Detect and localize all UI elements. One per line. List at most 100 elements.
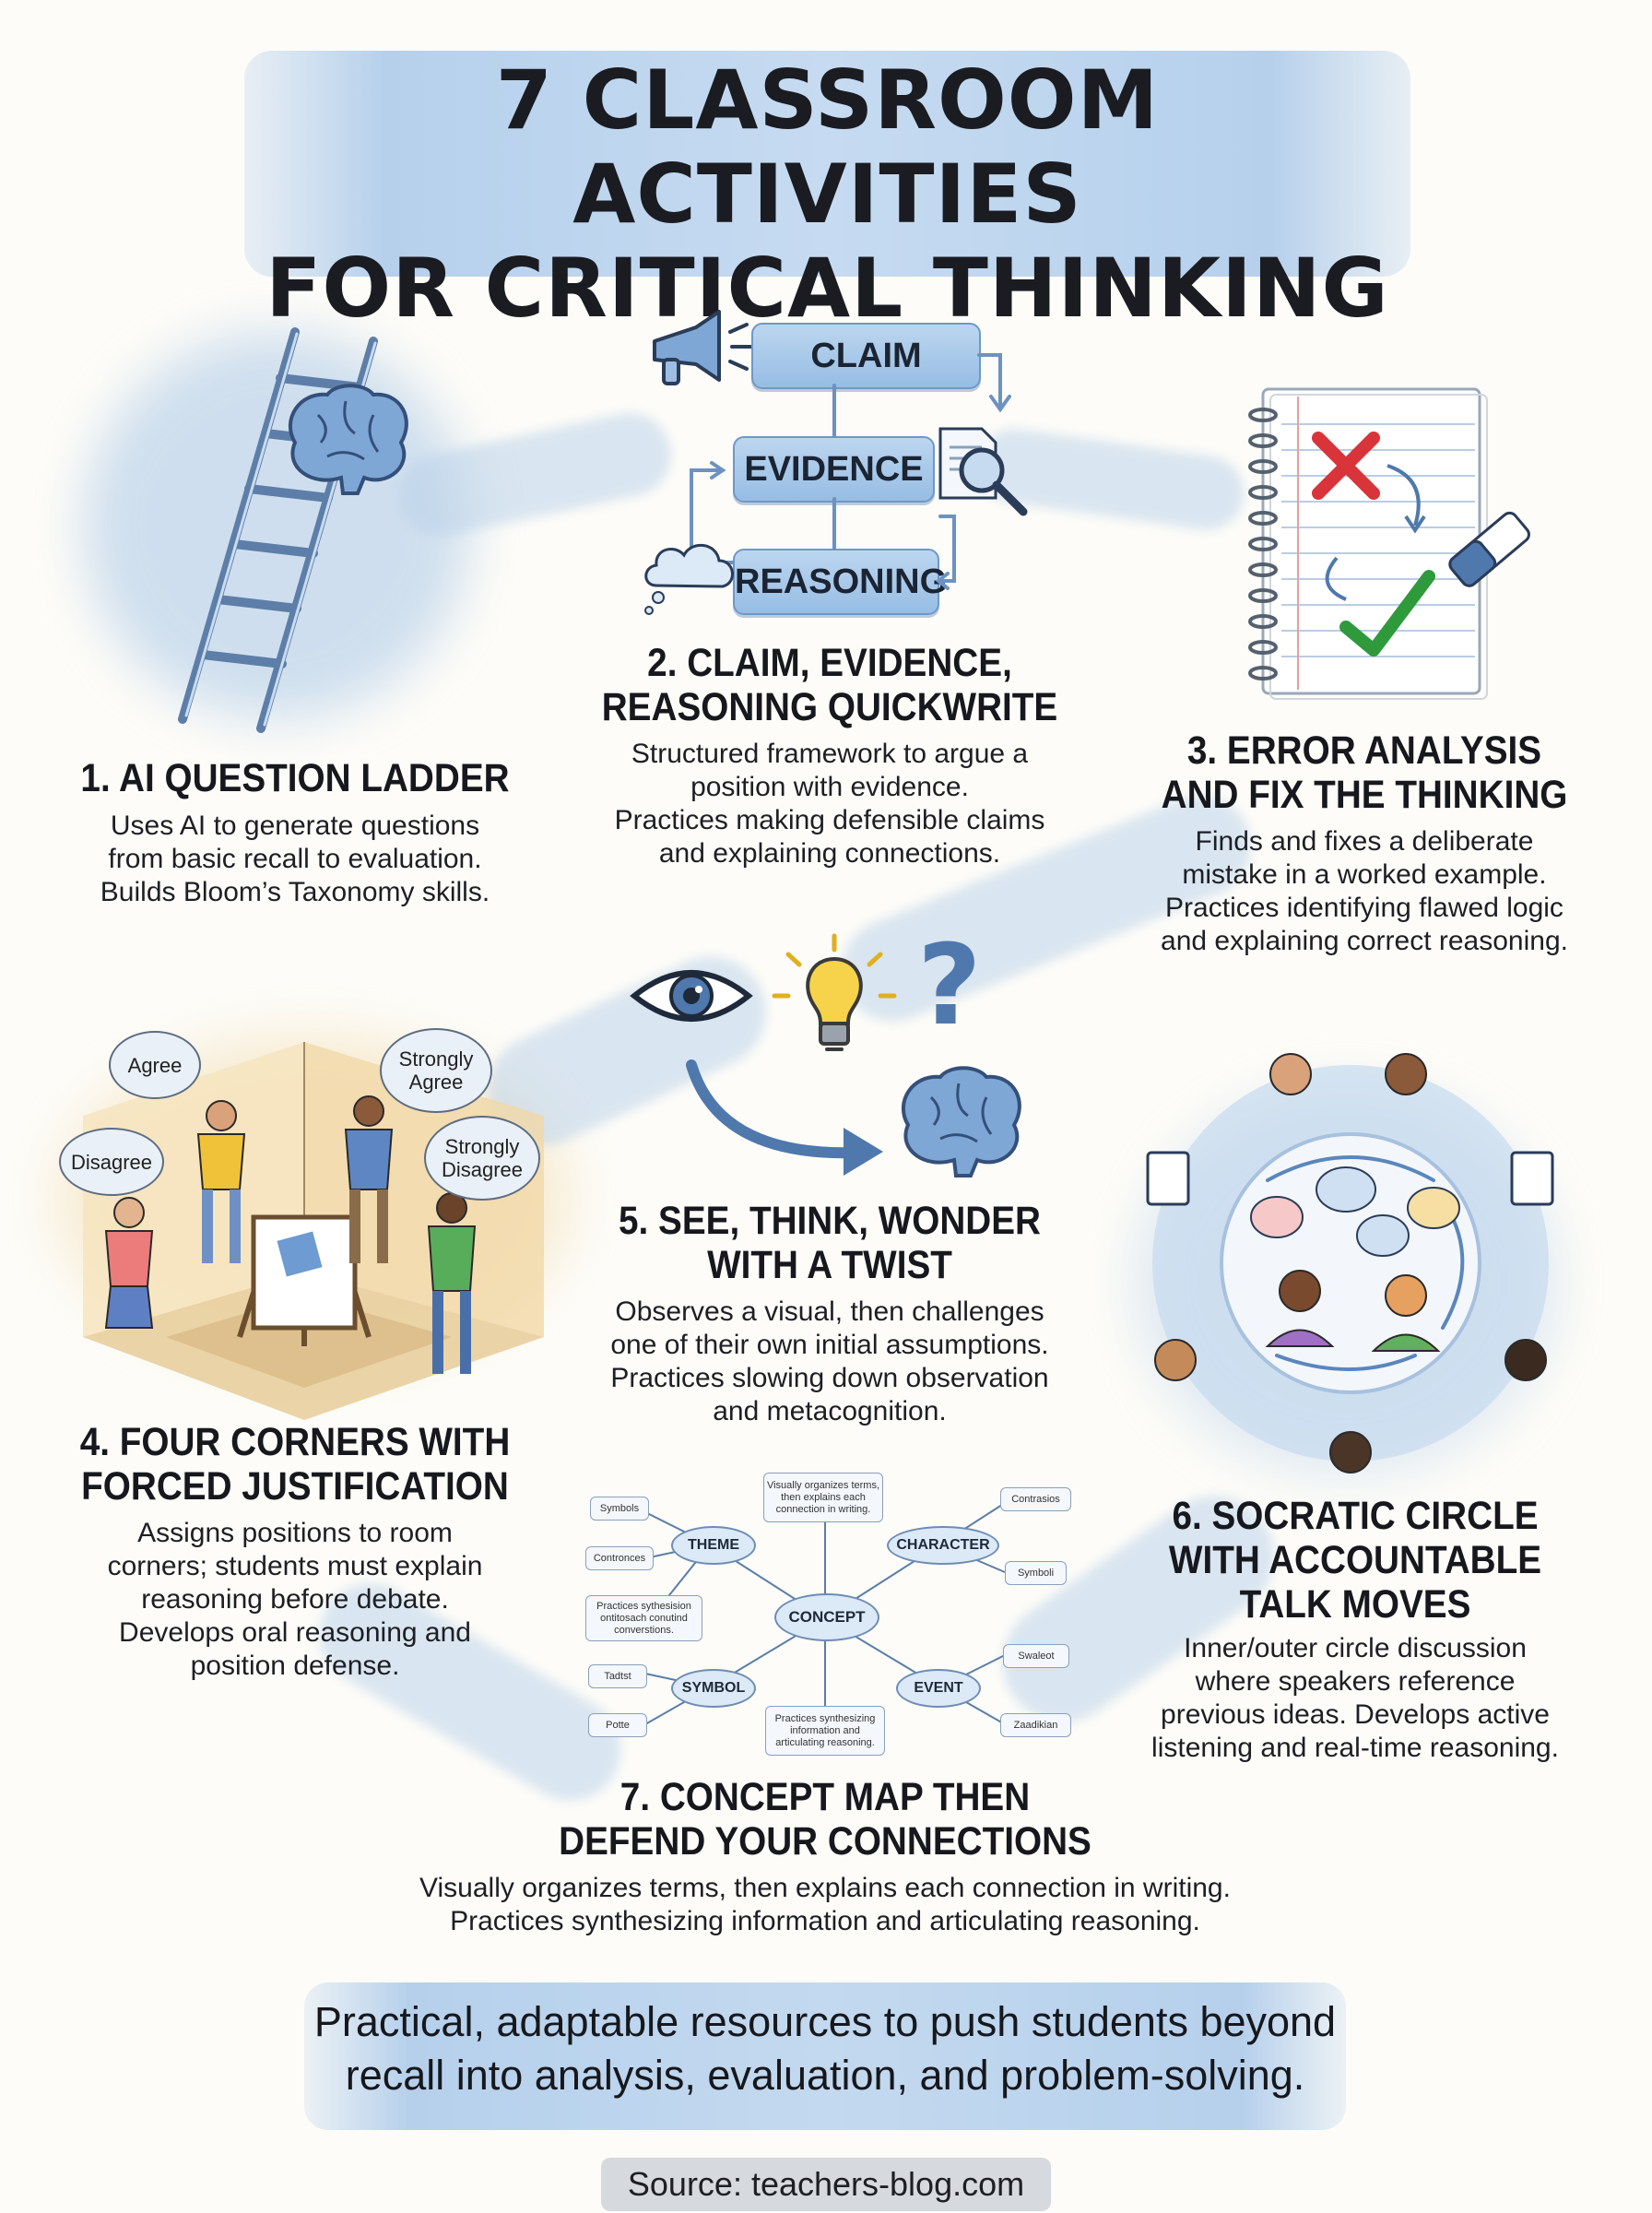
strongly-disagree-bubble: Strongly Disagree	[424, 1116, 540, 1201]
activity-3-desc-line: and explaining correct reasoning.	[1161, 926, 1568, 956]
socratic-circle-illustration	[1146, 1053, 1554, 1473]
activity-4-desc-line: position defense.	[190, 1651, 400, 1681]
activity-2-desc-line: Practices making defensible claims	[614, 805, 1045, 835]
activity-5-title-line: WITH A TWIST	[707, 1243, 952, 1287]
reasoning-box: REASONING	[733, 549, 947, 615]
agree-bubble: Agree	[109, 1031, 201, 1099]
activity-4-desc-line: reasoning before debate.	[141, 1584, 449, 1615]
activity-2-desc-line: position with evidence.	[690, 772, 969, 802]
claim-box: CLAIM	[751, 323, 981, 389]
concept-node-symbol: SYMBOL	[671, 1669, 756, 1708]
activity-3-title-line: 3. ERROR ANALYSIS	[1186, 728, 1542, 773]
activity-4-title-line: 4. FOUR CORNERS WITH	[79, 1420, 511, 1464]
activity-2-desc-line: Structured framework to argue a	[631, 739, 1029, 769]
activity-6-desc-line: where speakers reference	[1195, 1666, 1516, 1697]
activity-6-desc-line: listening and real-time reasoning.	[1151, 1733, 1559, 1763]
concept-node-theme: THEME	[671, 1526, 756, 1565]
concept-note: Swaleot	[1003, 1644, 1069, 1668]
page-title: 7 CLASSROOM ACTIVITIES FOR CRITICAL THIN…	[244, 53, 1410, 336]
strongly-agree-bubble: Strongly Agree	[380, 1028, 492, 1113]
activity-5-description: Observes a visual, then challenges one o…	[553, 1296, 1106, 1428]
concept-note: Contrasios	[1000, 1487, 1071, 1511]
activity-6-title: 6. SOCRATIC CIRCLE WITH ACCOUNTABLE TALK…	[1148, 1494, 1563, 1627]
activity-7-desc-line: Visually organizes terms, then explains …	[419, 1873, 1231, 1903]
activity-1-title: 1. AI QUESTION LADDER	[79, 756, 511, 800]
clipboard-icons	[1146, 1151, 1554, 1206]
activity-3-description: Finds and fixes a deliberate mistake in …	[1115, 825, 1613, 958]
concept-node-center: CONCEPT	[774, 1593, 879, 1641]
activity-7-title: 7. CONCEPT MAP THEN DEFEND YOUR CONNECTI…	[481, 1775, 1170, 1864]
activity-5-title-line: 5. SEE, THINK, WONDER	[618, 1199, 1041, 1243]
activity-6-title-line: 6. SOCRATIC CIRCLE	[1172, 1494, 1539, 1538]
disagree-bubble: Disagree	[59, 1128, 164, 1196]
activity-1-desc-line: Builds Bloom’s Taxonomy skills.	[100, 877, 490, 907]
activity-4-desc-line: Develops oral reasoning and	[119, 1617, 471, 1648]
concept-note: Zaadikian	[1000, 1713, 1071, 1737]
student-figure-pink	[104, 1197, 154, 1329]
inner-student-figures	[1265, 1270, 1441, 1352]
see-think-arrow	[686, 1059, 883, 1176]
source-pill	[601, 2158, 1051, 2211]
eye-icon	[630, 970, 753, 1022]
concept-note: Contronces	[585, 1546, 654, 1570]
activity-2-title-line: REASONING QUICKWRITE	[601, 685, 1058, 729]
activity-6-title-line: TALK MOVES	[1239, 1582, 1471, 1627]
activity-2-title-line: 2. CLAIM, EVIDENCE,	[647, 641, 1012, 685]
activity-1-description: Uses AI to generate questions from basic…	[55, 810, 535, 909]
page-title-line-2: FOR CRITICAL THINKING	[266, 241, 1389, 336]
ladder-icon	[178, 327, 378, 733]
activity-5-desc-line: and metacognition.	[713, 1396, 947, 1426]
eraser-icon	[1448, 511, 1530, 587]
tagline-line-1: Practical, adaptable resources to push s…	[313, 1998, 1337, 2045]
question-mark-icon: ?	[917, 922, 982, 1050]
activity-3-title: 3. ERROR ANALYSIS AND FIX THE THINKING	[1140, 728, 1588, 817]
four-corners-illustration	[83, 1042, 544, 1420]
activity-3-desc-line: Practices identifying flawed logic	[1165, 893, 1564, 923]
megaphone-icon	[653, 310, 752, 385]
activity-5-title: 5. SEE, THINK, WONDER WITH A TWIST	[597, 1199, 1062, 1287]
student-figure-yellow	[196, 1100, 246, 1263]
activity-1-desc-line: Uses AI to generate questions	[110, 811, 480, 841]
concept-note: Potte	[588, 1713, 647, 1737]
concept-note: Symbols	[590, 1497, 649, 1521]
activity-6-desc-line: previous ideas. Develops active	[1161, 1699, 1550, 1730]
activity-5-desc-line: Observes a visual, then challenges	[615, 1296, 1044, 1327]
activity-5-desc-line: one of their own initial assumptions.	[610, 1330, 1049, 1360]
magnifier-icon	[938, 427, 1028, 516]
concept-note: Tadtst	[588, 1664, 647, 1688]
notebook-icon	[1248, 387, 1488, 700]
activity-1-desc-line: from basic recall to evaluation.	[108, 844, 482, 874]
page-title-line-1: 7 CLASSROOM ACTIVITIES	[495, 53, 1160, 242]
activity-4-desc-line: corners; students must explain	[107, 1551, 483, 1581]
activity-4-description: Assigns positions to room corners; stude…	[55, 1517, 535, 1683]
activity-7-title-line: 7. CONCEPT MAP THEN	[620, 1775, 1031, 1819]
title-band	[244, 51, 1410, 277]
concept-box-bottom: Practices synthesizing information and a…	[765, 1706, 885, 1756]
activity-4-title-line: FORCED JUSTIFICATION	[81, 1464, 509, 1509]
activity-2-desc-line: and explaining connections.	[658, 838, 1001, 869]
tagline: Practical, adaptable resources to push s…	[304, 1995, 1346, 2102]
activity-7-title-line: DEFEND YOUR CONNECTIONS	[559, 1819, 1092, 1864]
speech-bubble-icons	[1250, 1166, 1460, 1257]
lightbulb-icon	[772, 933, 897, 1051]
concept-box-top: Visually organizes terms, then explains …	[763, 1473, 883, 1522]
activity-6-description: Inner/outer circle discussion where spea…	[1125, 1632, 1586, 1765]
concept-node-character: CHARACTER	[887, 1526, 999, 1565]
activity-2-description: Structured framework to argue a position…	[572, 738, 1088, 870]
activity-6-title-line: WITH ACCOUNTABLE	[1168, 1538, 1542, 1582]
brain-icon-2	[902, 1066, 1021, 1178]
activity-1-title-line: 1. AI QUESTION LADDER	[80, 756, 510, 800]
source-credit: Source: teachers-blog.com	[627, 2165, 1025, 2203]
student-figure-blue	[344, 1095, 394, 1263]
activity-2-title: 2. CLAIM, EVIDENCE, REASONING QUICKWRITE	[597, 641, 1062, 729]
activity-4-title: 4. FOUR CORNERS WITH FORCED JUSTIFICATIO…	[63, 1420, 527, 1509]
concept-box-left: Practices sythesision ontitosach conutin…	[585, 1595, 702, 1641]
activity-5-desc-line: Practices slowing down observation	[610, 1363, 1049, 1393]
brain-icon	[289, 384, 408, 495]
activity-3-desc-line: mistake in a worked example.	[1182, 859, 1547, 890]
activity-7-desc-line: Practices synthesizing information and a…	[450, 1906, 1200, 1936]
activity-3-title-line: AND FIX THE THINKING	[1161, 773, 1568, 817]
easel-icon	[237, 1214, 372, 1346]
thought-cloud-icon	[644, 543, 734, 615]
tagline-band	[304, 1982, 1346, 2130]
